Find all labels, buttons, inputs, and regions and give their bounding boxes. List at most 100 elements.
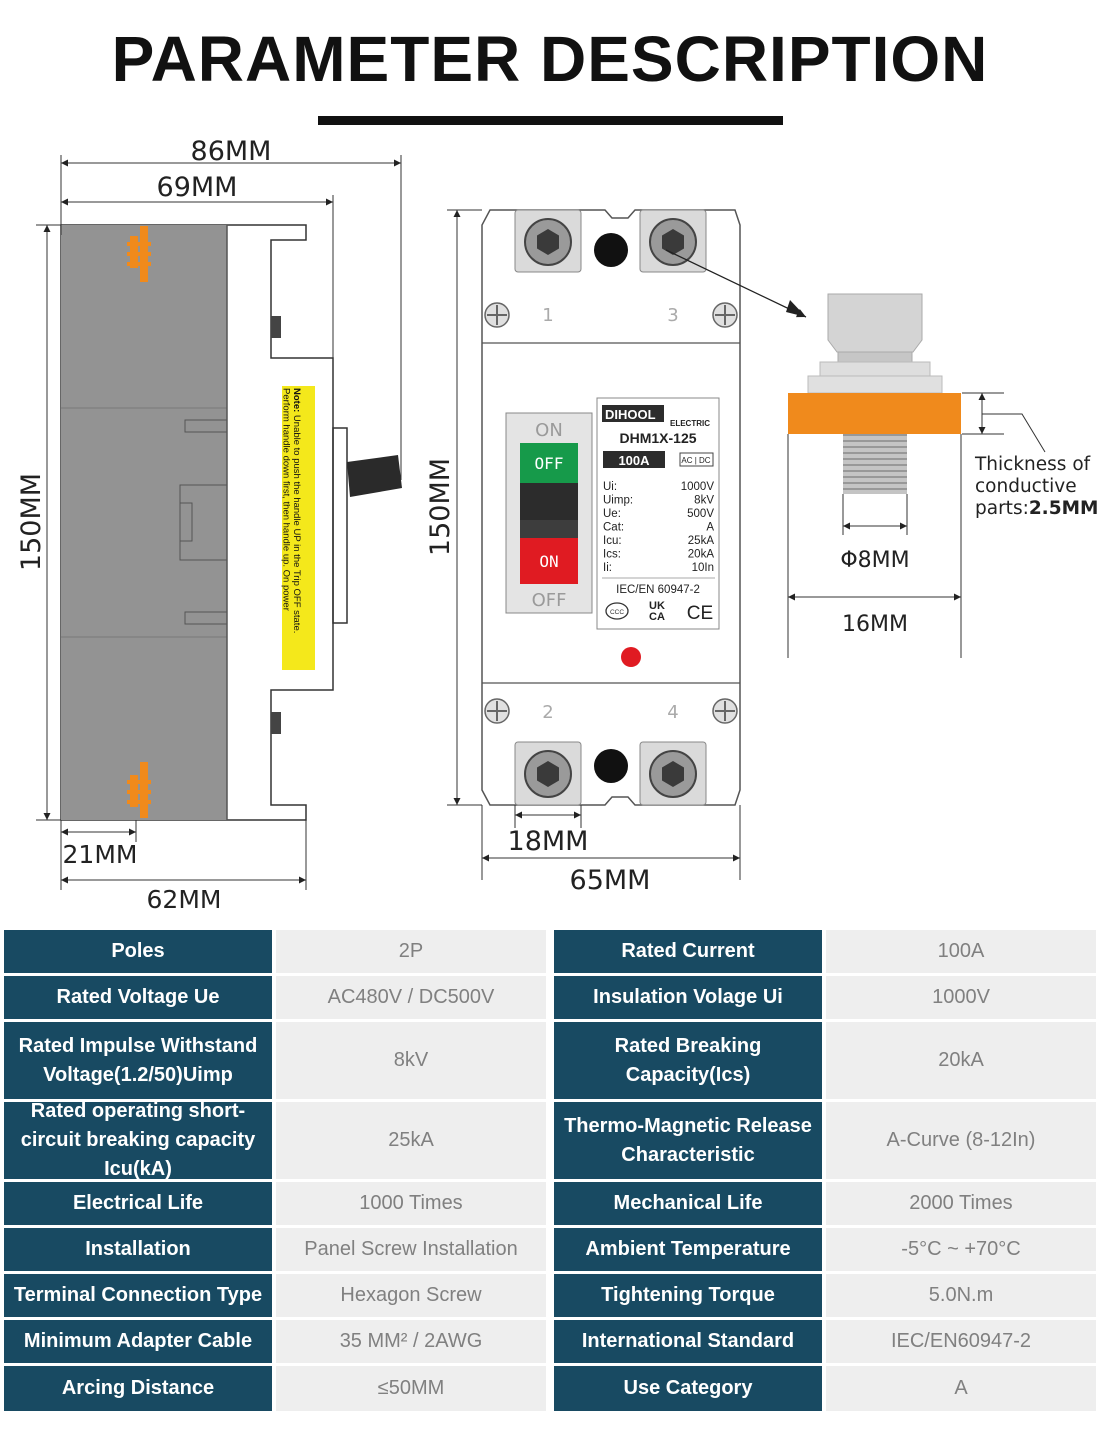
spec-label: Installation [4,1228,272,1271]
rating-value: 500V [687,508,714,520]
note-label [282,386,315,670]
rating-key: Ui: [603,481,617,493]
terminal-detail: Thickness of conductive parts:2.5MM Φ8MM… [665,249,1098,658]
spec-label: Rated operating short-circuit breaking c… [4,1100,272,1180]
dim-bolt-label: Φ8MM [840,548,909,573]
handle-bottom-label: OFF [532,590,567,611]
spec-label: Tightening Torque [554,1274,822,1317]
terminal-number-1: 1 [542,305,553,326]
spec-value: IEC/EN60947-2 [826,1320,1096,1363]
spec-value: 100A [826,930,1096,973]
spec-value: 1000V [826,976,1096,1019]
dim-plate-label: 16MM [842,612,908,637]
spec-label: Ambient Temperature [554,1228,822,1271]
ukca-mark-bottom: CA [649,611,665,623]
spec-row: Rated Impulse Withstand Voltage(1.2/50)U… [0,1022,1100,1099]
terminal-number-2: 2 [542,702,553,723]
rating-key: Ics: [603,549,621,561]
spec-value: Panel Screw Installation [276,1228,546,1271]
terminal-number-4: 4 [667,702,678,723]
spec-value: 8kV [276,1022,546,1099]
rating-value: A [706,522,714,534]
screw-top-left [484,302,510,328]
off-button-label: OFF [535,454,564,473]
ratings-list: Ui:1000VUimp:8kVUe:500VCat:AIcu:25kAIcs:… [603,481,714,574]
spec-label: Rated Voltage Ue [4,976,272,1019]
dim-62-label: 62MM [147,885,222,914]
spec-label: Mechanical Life [554,1182,822,1225]
spec-label: Rated Impulse Withstand Voltage(1.2/50)U… [4,1022,272,1099]
front-view: 1 3 2 4 ON OFF ON OFF [425,209,741,896]
dim-18-label: 18MM [508,826,589,857]
rating-value: 10In [692,562,714,574]
rating-key: Cat: [603,522,624,534]
rating-value: 25kA [688,535,715,547]
spec-value: A-Curve (8-12In) [826,1102,1096,1179]
rating-key: Icu: [603,535,622,547]
spec-value: 2000 Times [826,1182,1096,1225]
dim-65-label: 65MM [570,865,651,896]
rating-label: DIHOOL ELECTRIC DHM1X-125 100A AC | DC U… [596,397,720,630]
dim-150-front-label: 150MM [425,458,456,556]
bottom-hole [594,749,628,783]
spec-value: 25kA [276,1102,546,1179]
spec-value: -5°C ~ +70°C [826,1228,1096,1271]
spec-value: 5.0N.m [826,1274,1096,1317]
brand-sub: ELECTRIC [670,419,710,428]
spec-label: Electrical Life [4,1182,272,1225]
spec-value: Hexagon Screw [276,1274,546,1317]
thickness-line-1: Thickness of [974,454,1091,475]
ukca-mark-top: UK [649,600,665,612]
handle-top-label: ON [535,420,563,441]
spec-value: 20kA [826,1022,1096,1099]
spec-label: Use Category [554,1366,822,1411]
bottom-terminal-right [639,741,707,806]
title-underline [318,116,783,125]
dim-86-label: 86MM [191,136,272,167]
on-button-label: ON [539,552,558,571]
rating-standard: IEC/EN 60947-2 [616,584,700,596]
ccc-mark: CCC [610,609,624,616]
ce-mark: CE [687,603,713,624]
side-view: Note: Unable to push the handle UP in th… [16,136,402,914]
dim-150-side-label: 150MM [16,473,47,571]
thickness-line-3: parts:2.5MM [975,498,1098,519]
spec-value: AC480V / DC500V [276,976,546,1019]
screw-bottom-right [712,698,738,724]
thickness-line-2: conductive [975,476,1077,497]
note-line-2: Perform handle down first, then handle u… [280,388,291,611]
screw-bottom-left [484,698,510,724]
spec-value: 2P [276,930,546,973]
terminal-top [127,226,151,282]
spec-label: Arcing Distance [4,1366,272,1411]
terminal-bottom [127,762,151,818]
on-button [520,538,578,584]
note-line-1: Note: Unable to push the handle UP in th… [291,388,302,633]
current-badge: 100A [618,453,650,468]
spec-value: 35 MM² / 2AWG [276,1320,546,1363]
dimension-drawing: Note: Unable to push the handle UP in th… [16,136,1098,914]
spec-value: 1000 Times [276,1182,546,1225]
bottom-terminal-left [514,741,582,806]
screw-top-right [712,302,738,328]
rating-value: 20kA [688,549,715,561]
terminal-number-3: 3 [667,305,678,326]
dim-21-label: 21MM [63,840,138,869]
spec-label: Terminal Connection Type [4,1274,272,1317]
side-handle [347,455,402,497]
bolt-thread [843,434,907,494]
spec-label: Insulation Volage Ui [554,976,822,1019]
spec-label: Rated Current [554,930,822,973]
off-button [520,443,578,483]
bolt-head [827,293,923,353]
spec-label: International Standard [554,1320,822,1363]
washer [807,375,943,394]
handle-window: ON OFF ON OFF [505,412,593,614]
model-number: DHM1X-125 [619,430,696,446]
